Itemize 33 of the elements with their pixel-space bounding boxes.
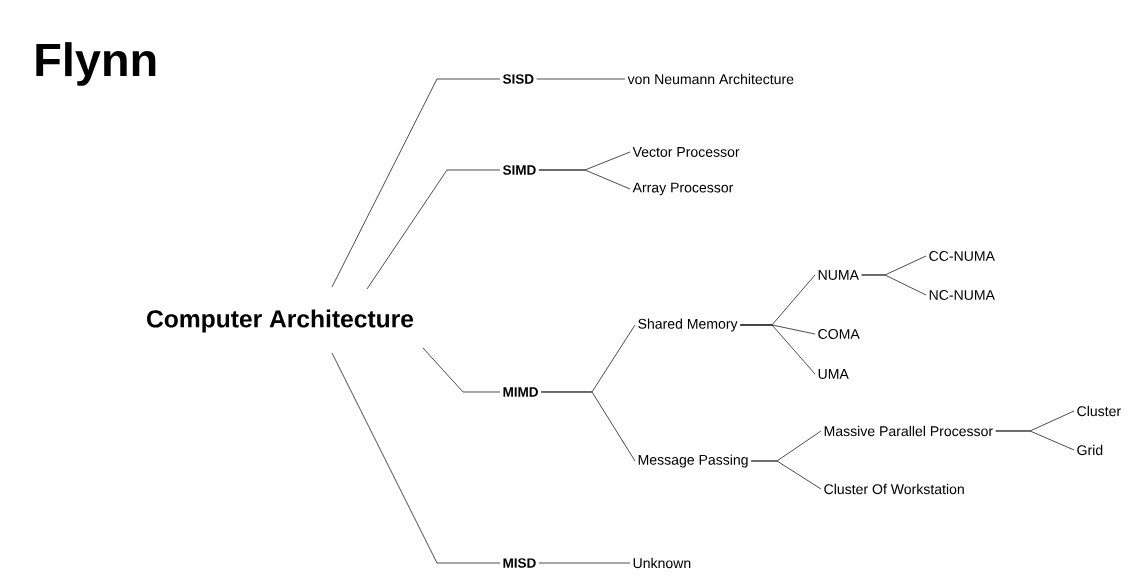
branch-label: COMA [818,329,860,339]
connector-line [540,391,636,462]
branch-label: Array Processor [632,182,734,196]
branch-label: Unknown [633,557,691,569]
branch-label: Grid [1077,444,1103,456]
category-label: SIMD [502,165,536,175]
connector-line [536,78,626,80]
branch-label: Message Passing [638,454,748,468]
connector-line [366,169,501,290]
title: Flynn [36,42,156,86]
branch-label: Cluster Of Workstation [824,483,964,495]
branch-label: Cluster [1077,405,1121,417]
branch-label: Massive Parallel Processor [824,425,993,437]
root-label: Computer Architecture [147,309,414,333]
branch-label: von Neumann Architecture [627,73,794,85]
branch-label: Shared Memory [638,318,738,332]
connector-line [331,78,501,288]
connector-line [750,460,822,490]
category-label: MIMD [503,387,538,397]
branch-label: CC-NUMA [929,251,995,261]
category-label: MISD [503,558,536,568]
connector-line [331,352,501,564]
connector-line [538,562,631,564]
connector-line [422,347,501,393]
connector-line [538,169,631,190]
connector-line [995,430,1075,451]
branch-label: NC-NUMA [929,290,995,300]
category-label: SISD [502,74,534,84]
branch-label: UMA [818,369,849,379]
connector-line [861,274,927,296]
connector-line [739,324,816,375]
branch-label: Vector Processor [632,147,740,157]
branch-label: NUMA [818,270,859,280]
